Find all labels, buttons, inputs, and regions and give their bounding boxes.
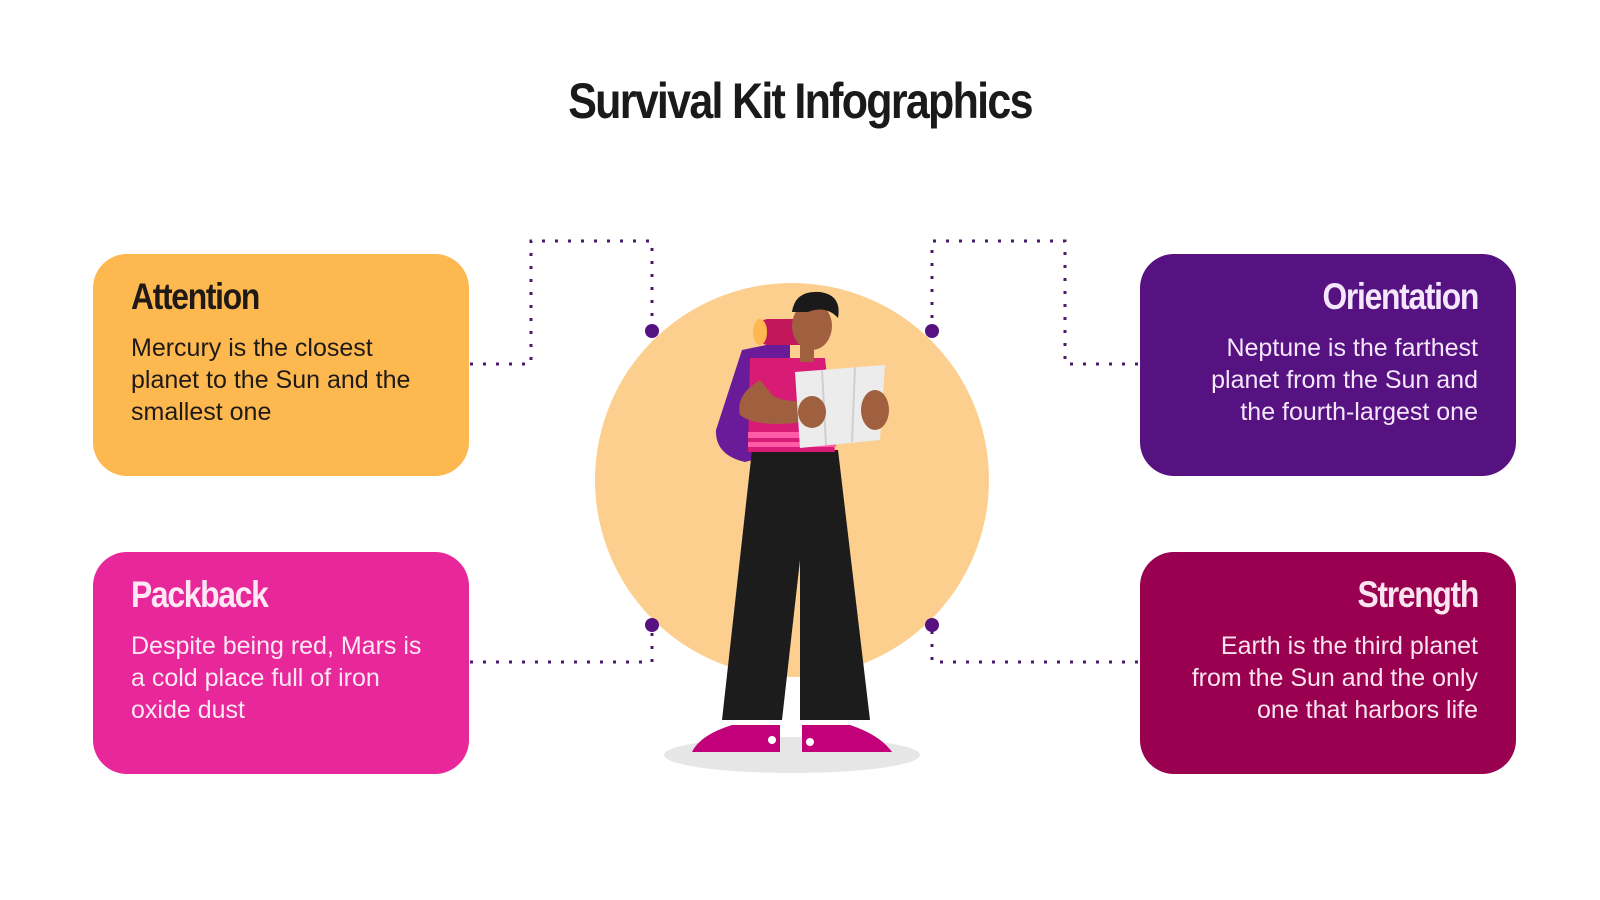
connector-orientation — [930, 239, 1138, 366]
card-strength: Strength Earth is the third planet from … — [1140, 552, 1516, 774]
head — [792, 302, 832, 350]
connector-dots — [645, 324, 939, 632]
card-packback: Packback Despite being red, Mars is a co… — [93, 552, 469, 774]
card-attention: Attention Mercury is the closest planet … — [93, 254, 469, 476]
left-arm — [739, 380, 815, 424]
hair — [792, 291, 839, 318]
pants — [722, 450, 870, 720]
card-orientation: Orientation Neptune is the farthest plan… — [1140, 254, 1516, 476]
page-title: Survival Kit Infographics — [568, 73, 1033, 129]
card-text: Mercury is the closest planet to the Sun… — [131, 334, 411, 426]
card-heading: Strength — [1357, 574, 1480, 615]
left-shoe — [692, 725, 780, 752]
map — [795, 365, 885, 448]
right-hand — [861, 390, 889, 430]
card-heading: Orientation — [1322, 276, 1479, 317]
card-heading: Packback — [131, 574, 269, 615]
card-text: Despite being red, Mars is a cold place … — [131, 632, 422, 724]
connector-strength — [930, 626, 1138, 664]
traveler-illustration — [664, 291, 920, 773]
right-shoe — [802, 725, 892, 752]
connector-packback — [470, 626, 654, 664]
connector-attention — [470, 239, 654, 366]
card-text: Neptune is the farthest planet from the … — [1211, 334, 1478, 426]
connector-lines — [470, 239, 1138, 664]
card-text: Earth is the third planet from the Sun a… — [1191, 632, 1478, 724]
card-heading: Attention — [131, 276, 260, 317]
